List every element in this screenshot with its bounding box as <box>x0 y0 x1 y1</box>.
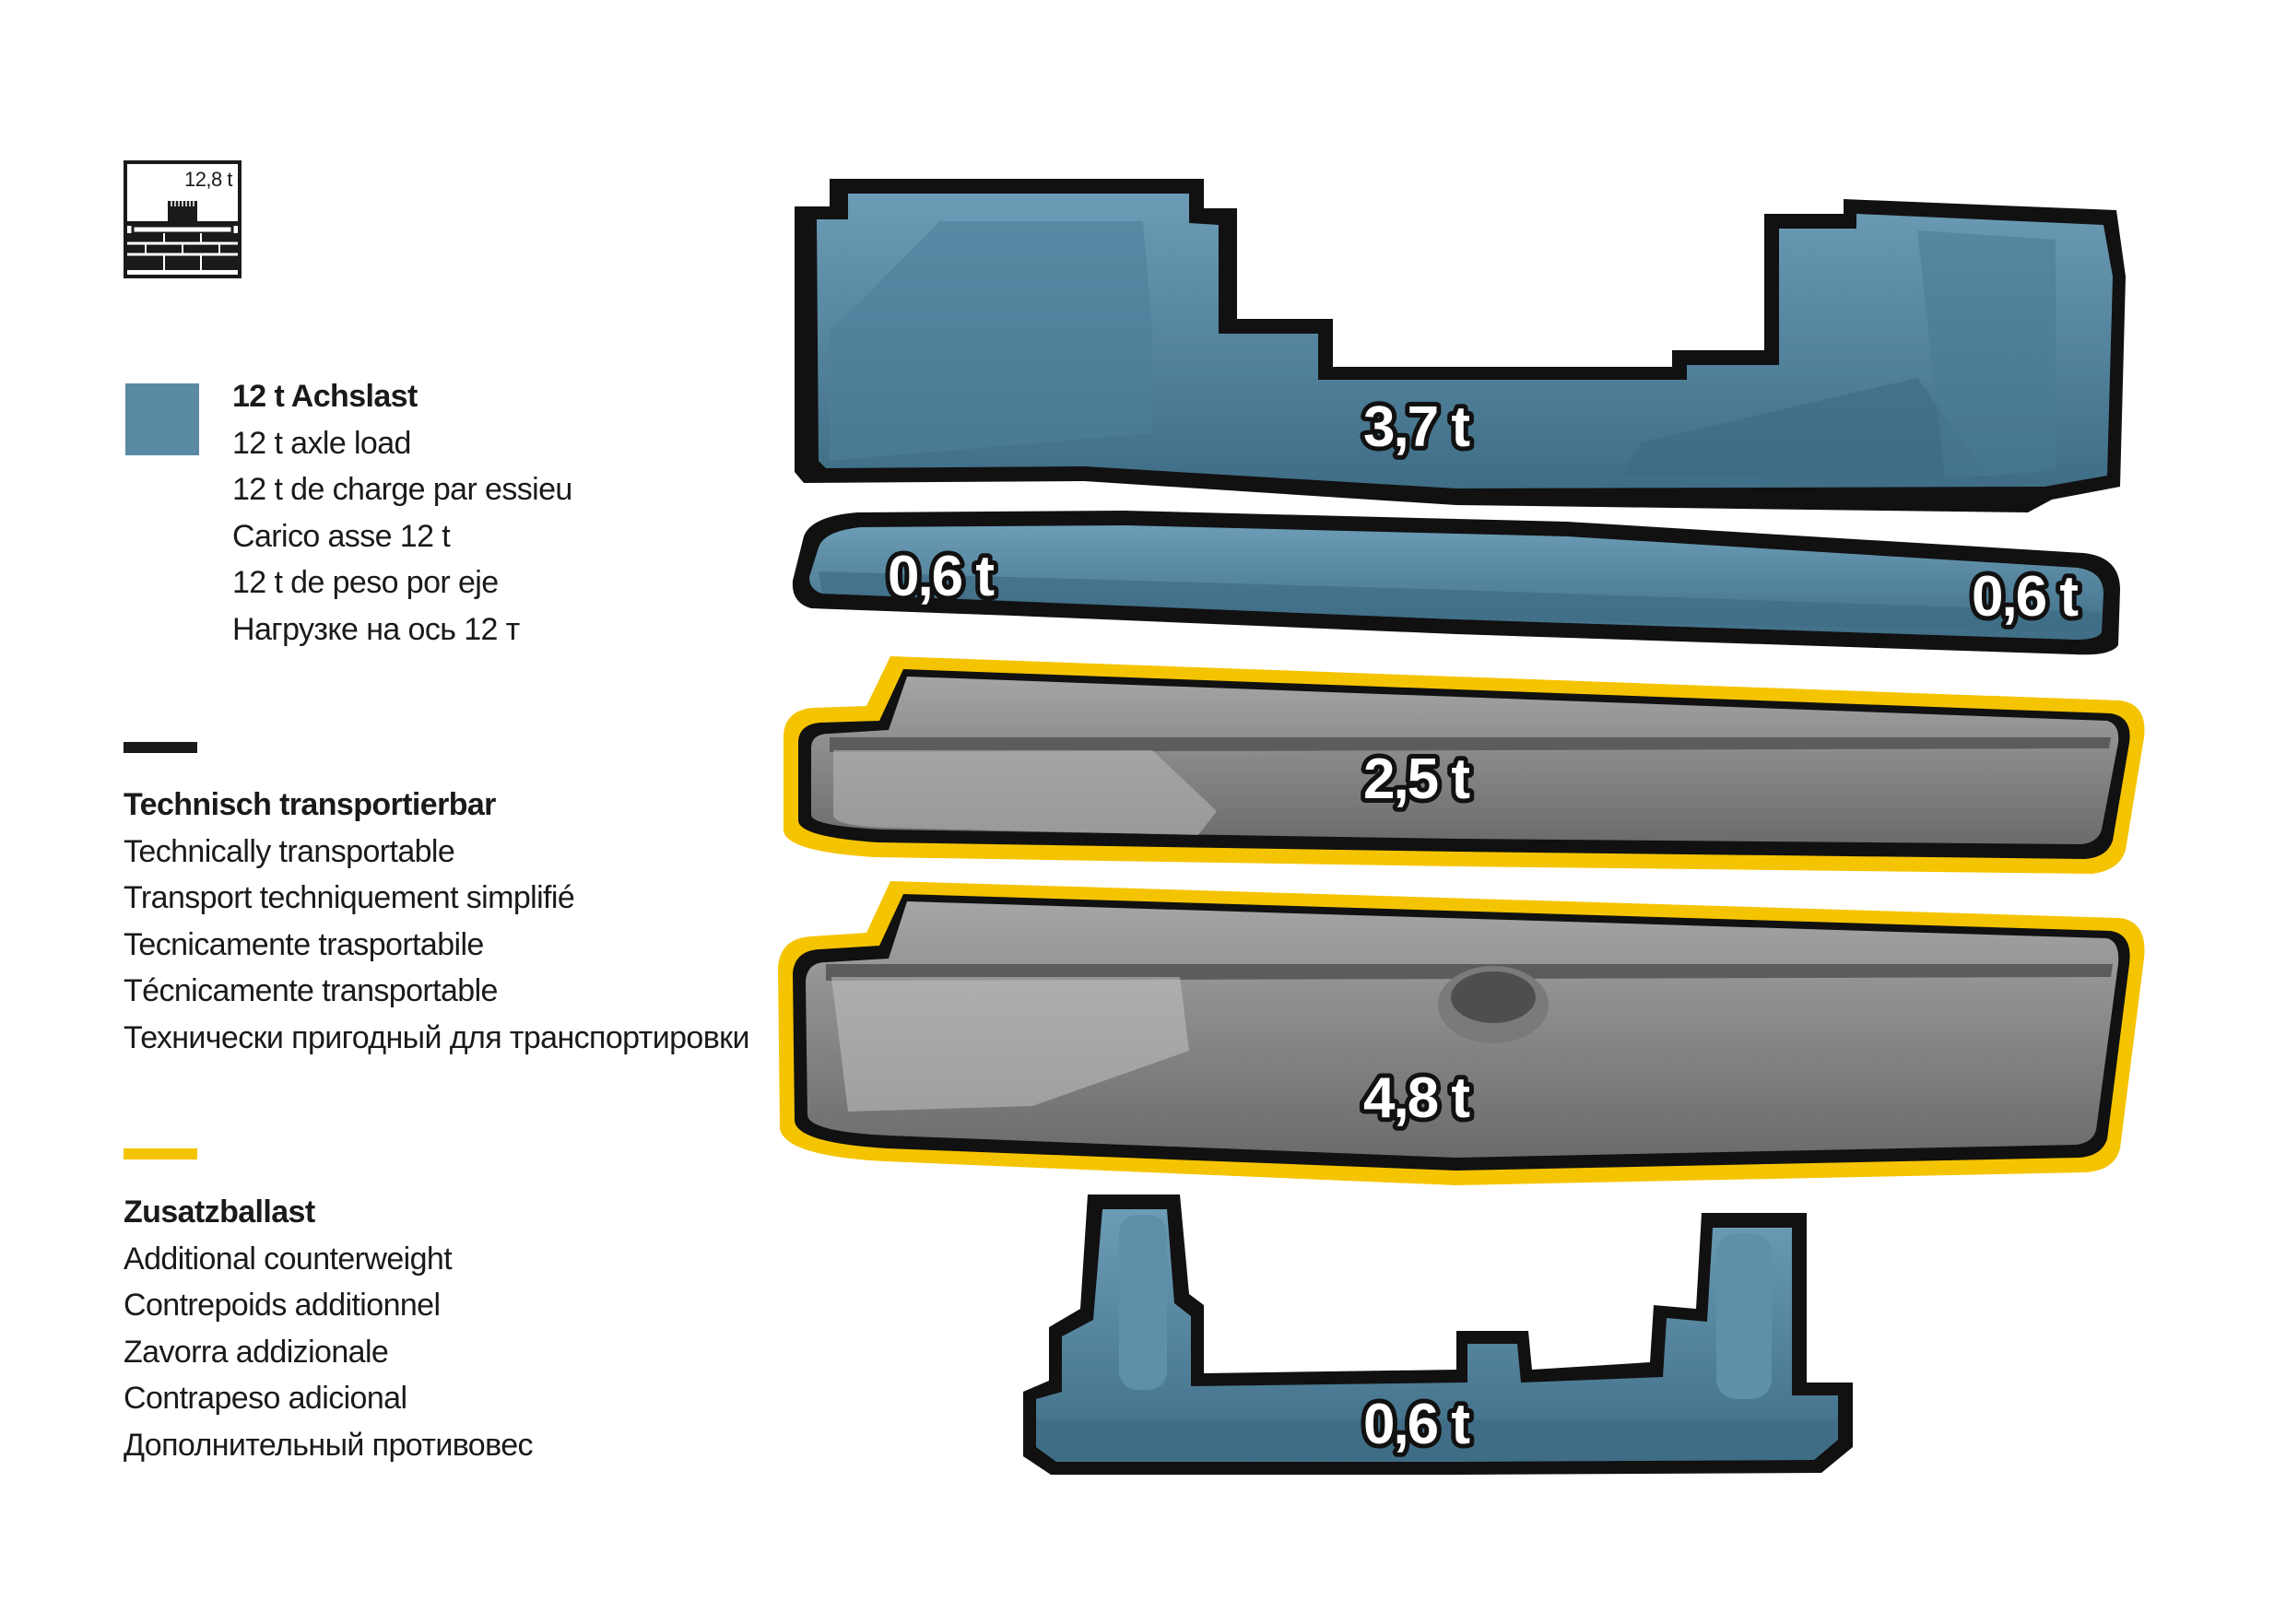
legend-line: 12 t de charge par essieu <box>232 472 572 507</box>
middle-plate-part: 0,6 t 0,6 t <box>792 511 2121 655</box>
legend-line: Zavorra addizionale <box>124 1334 389 1370</box>
legend-line: Tecnicamente trasportabile <box>124 926 484 962</box>
counterweight-legend: Zusatzballast Additional counterweight C… <box>124 1189 534 1468</box>
weight-label: 0,6 t <box>1363 1393 1469 1456</box>
legend-line: Дополнительный противовес <box>124 1427 534 1463</box>
legend-line: Contrepoids additionnel <box>124 1288 441 1323</box>
weight-label: 0,6 t <box>888 545 994 608</box>
legend-line: 12 t Achslast <box>232 379 418 414</box>
legend-line: Нагрузке на ось 12 т <box>232 611 520 647</box>
legend-line: Technically transportable <box>124 833 455 869</box>
weight-label: 4,8 t <box>1363 1066 1469 1130</box>
legend-line: 12 t axle load <box>232 425 411 461</box>
upper-ballast-part: 2,5 t <box>784 656 2145 874</box>
legend-line: Carico asse 12 t <box>232 518 451 554</box>
weight-label: 3,7 t <box>1363 395 1469 459</box>
weight-label: 0,6 t <box>1972 565 2078 629</box>
scale-drawing <box>127 201 238 270</box>
lower-ballast-part: 4,8 t <box>778 881 2145 1185</box>
transportable-line-swatch <box>124 742 197 753</box>
transportable-legend: Technisch transportierbar Technically tr… <box>124 782 749 1061</box>
weight-icon-label: 12,8 t <box>183 168 233 191</box>
legend-line: Additional counterweight <box>124 1241 453 1277</box>
base-frame-part: 0,6 t <box>1023 1194 1853 1475</box>
legend-line: Técnicamente transportable <box>124 973 498 1008</box>
scale-weight-icon: 12,8 t <box>124 160 242 278</box>
counterweight-line-swatch <box>124 1148 197 1159</box>
legend-line: Transport techniquement simplifié <box>124 880 575 915</box>
axle-load-legend: 12 t Achslast 12 t axle load 12 t de cha… <box>232 373 572 653</box>
axle-load-color-swatch <box>125 383 199 455</box>
legend-line: Технически пригодный для транспортировки <box>124 1019 749 1055</box>
legend-line: Contrapeso adicional <box>124 1381 407 1416</box>
legend-line: 12 t de peso por eje <box>232 565 499 600</box>
weight-label: 2,5 t <box>1363 747 1469 811</box>
legend-line: Technisch transportierbar <box>124 787 496 822</box>
legend-line: Zusatzballast <box>124 1194 315 1230</box>
top-counterweight-part: 3,7 t <box>795 179 2126 512</box>
